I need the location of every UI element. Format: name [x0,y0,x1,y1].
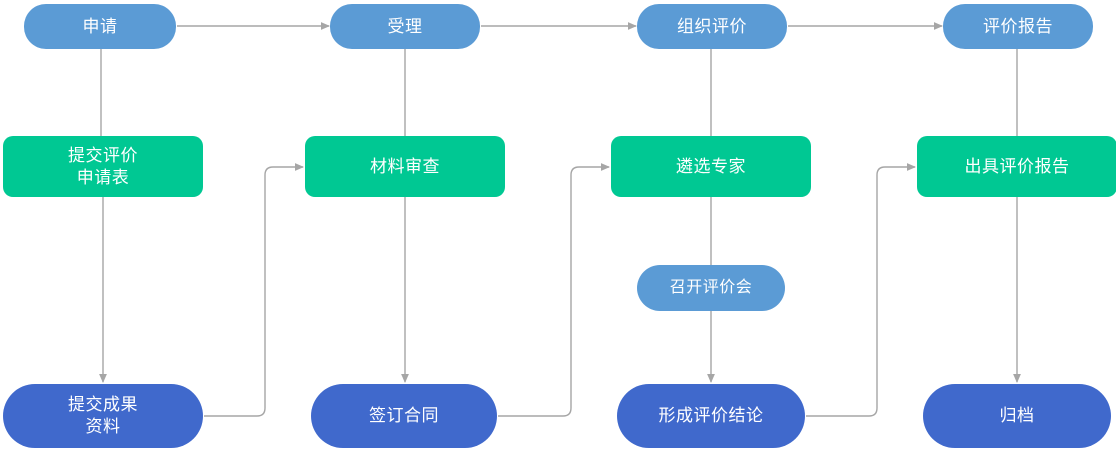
node-select-experts[interactable]: 遴选专家 [611,136,811,197]
edge-conclusion-to-issue-report [806,163,916,417]
node-accept[interactable]: 受理 [330,4,480,49]
node-submit-application-form[interactable]: 提交评价 申请表 [3,136,203,197]
node-material-review[interactable]: 材料审查 [305,136,505,197]
edge-sign-contract-to-select-experts [498,163,610,417]
node-apply[interactable]: 申请 [24,4,176,49]
node-archive[interactable]: 归档 [923,384,1111,448]
edge-submit-materials-to-material-review [204,163,304,417]
node-issue-evaluation-report[interactable]: 出具评价报告 [917,136,1116,197]
node-evaluation-report[interactable]: 评价报告 [943,4,1093,49]
node-sign-contract[interactable]: 签订合同 [311,384,497,448]
node-hold-evaluation-meeting[interactable]: 召开评价会 [637,265,785,311]
node-submit-achievement-materials[interactable]: 提交成果 资料 [3,384,203,448]
node-form-evaluation-conclusion[interactable]: 形成评价结论 [617,384,805,448]
node-organize-evaluation[interactable]: 组织评价 [637,4,787,49]
